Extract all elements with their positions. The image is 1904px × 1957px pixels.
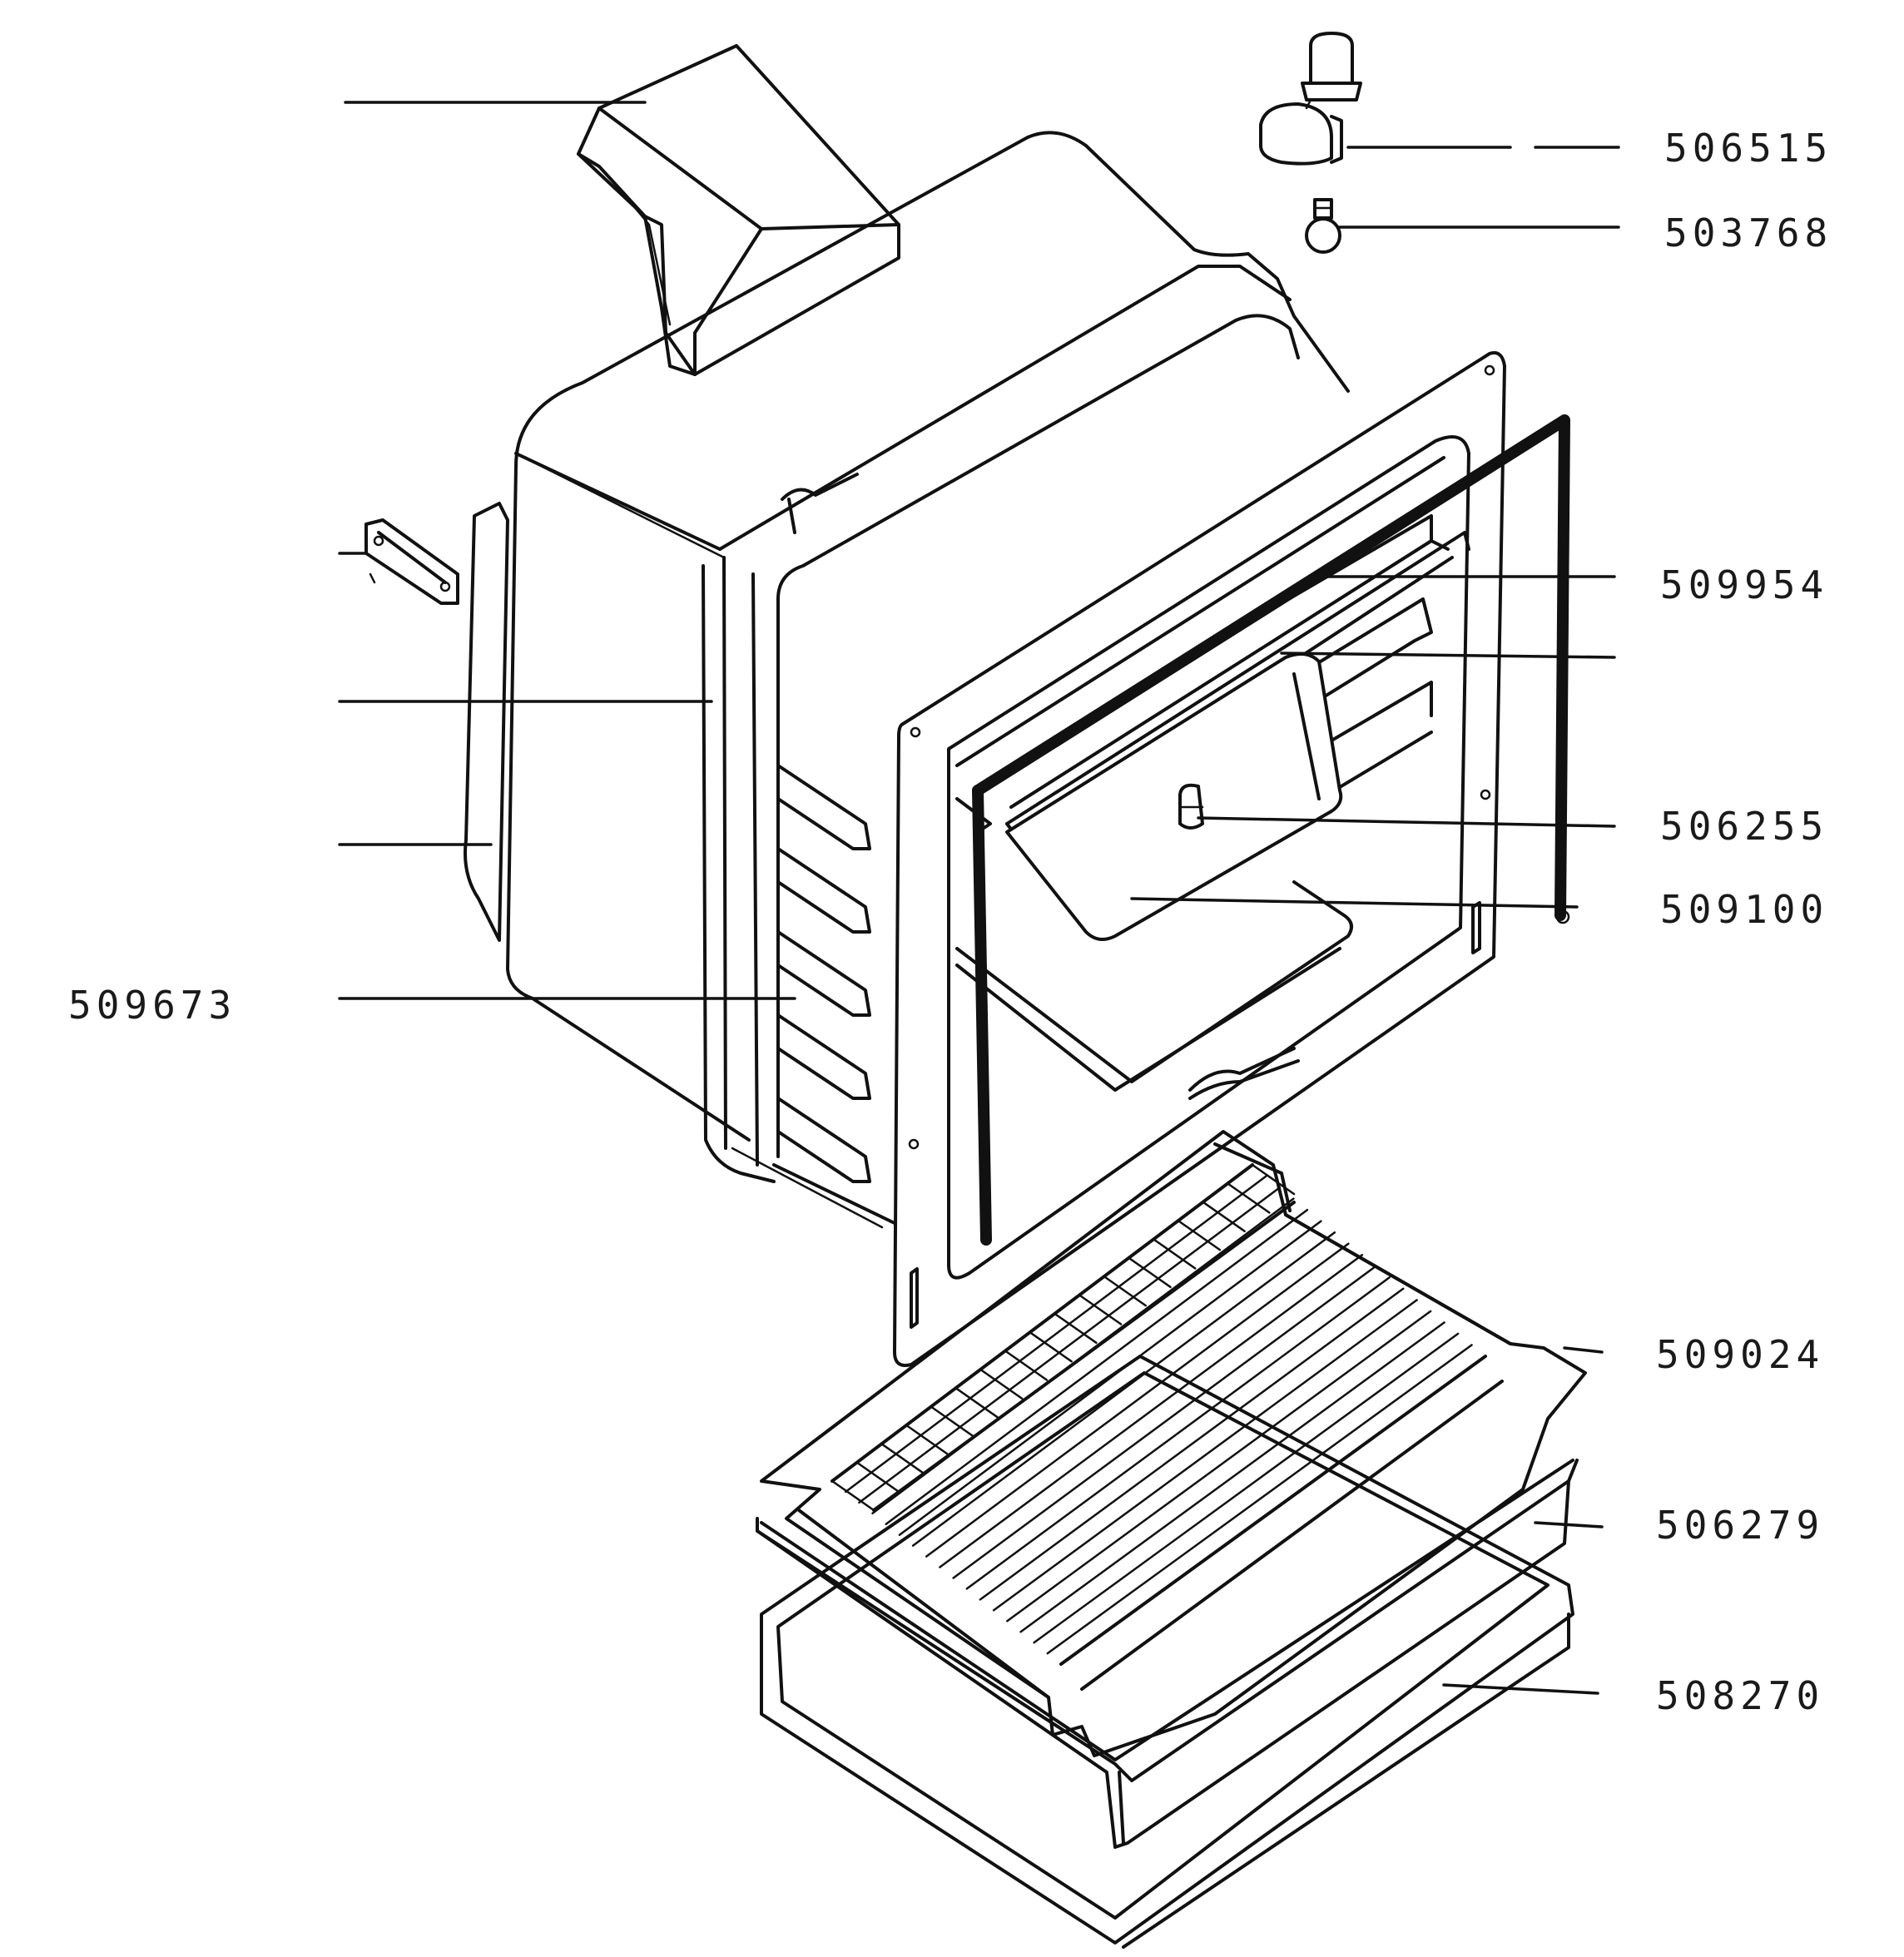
part-number-503768: 503768 <box>1664 211 1833 255</box>
part-number-509100: 509100 <box>1660 887 1829 932</box>
part-number-509024: 509024 <box>1656 1332 1825 1377</box>
side-shelf-runners <box>776 764 871 1183</box>
cavity-interior <box>955 514 1470 1100</box>
part-number-506255: 506255 <box>1660 804 1829 849</box>
fan-cover-part <box>577 44 900 376</box>
part-number-508270: 508270 <box>1656 1673 1825 1718</box>
part-number-509954: 509954 <box>1660 562 1829 607</box>
oven-cavity-body <box>464 131 1350 1229</box>
lamp-holder-part <box>1259 32 1362 166</box>
part-number-509673: 509673 <box>68 983 237 1028</box>
leader-lines <box>338 101 1620 1695</box>
part-number-506279: 506279 <box>1656 1503 1825 1548</box>
part-number-506515: 506515 <box>1664 126 1833 171</box>
grill-pan-part <box>756 1459 1579 1849</box>
door-seal-part <box>972 414 1570 1246</box>
lamp-bulb-part <box>1305 198 1341 254</box>
front-frame <box>893 351 1506 1367</box>
oven-shelf-plate <box>1005 652 1343 941</box>
lamp-cover-part <box>1178 783 1204 830</box>
drip-tray-part <box>760 1355 1574 1949</box>
bracket-part <box>364 518 459 605</box>
grill-rack-part <box>760 1130 1587 1757</box>
